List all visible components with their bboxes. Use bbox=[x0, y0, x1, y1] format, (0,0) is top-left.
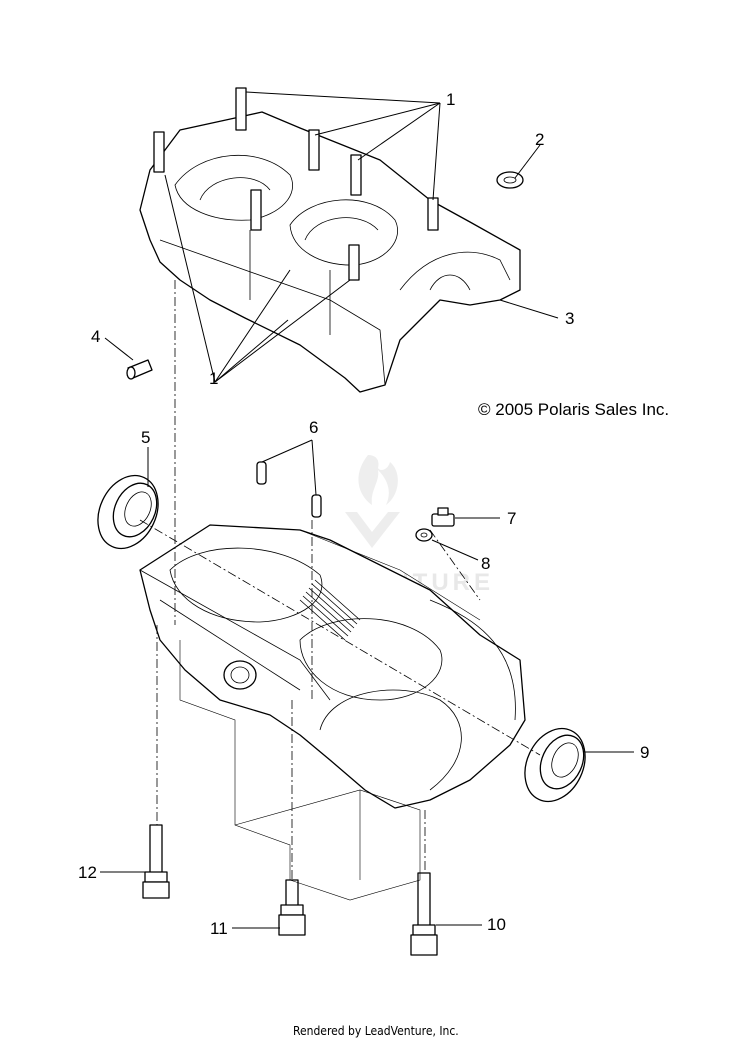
callout-2: 2 bbox=[535, 130, 544, 149]
callout-5: 5 bbox=[141, 428, 150, 447]
part-4-dowel-pin bbox=[126, 359, 153, 380]
callout-3: 3 bbox=[565, 309, 574, 328]
lower-crankcase bbox=[139, 524, 526, 809]
part-7-plug bbox=[431, 507, 455, 527]
phantom-assembly-lines bbox=[139, 280, 541, 901]
callout-10: 10 bbox=[487, 915, 506, 934]
crankcase-gear bbox=[299, 579, 361, 641]
part-11-bolt bbox=[278, 879, 306, 936]
callout-12: 12 bbox=[78, 863, 97, 882]
copyright-text: © 2005 Polaris Sales Inc. bbox=[478, 400, 669, 419]
callout-11: 11 bbox=[210, 919, 228, 938]
callout-1-bottom: 1 bbox=[209, 369, 218, 388]
part-12-bolt bbox=[142, 824, 170, 899]
callouts: 1 2 3 4 1 5 6 7 8 9 10 11 12 bbox=[78, 90, 649, 938]
callout-6: 6 bbox=[309, 418, 318, 437]
callout-8: 8 bbox=[481, 554, 490, 573]
part-2-grommet bbox=[496, 171, 524, 189]
callout-4: 4 bbox=[91, 327, 100, 346]
oil-port bbox=[223, 660, 257, 690]
callout-9: 9 bbox=[640, 743, 649, 762]
part-9-seal bbox=[524, 727, 586, 803]
upper-crankcase bbox=[139, 87, 521, 393]
leader-lines bbox=[100, 91, 634, 929]
part-10-bolt bbox=[410, 872, 438, 956]
callout-7: 7 bbox=[507, 509, 516, 528]
callout-1-top: 1 bbox=[446, 90, 455, 109]
part-5-seal bbox=[97, 474, 159, 550]
part-6-dowels bbox=[256, 461, 322, 518]
part-8-washer bbox=[415, 528, 433, 542]
footer-text: Rendered by LeadVenture, Inc. bbox=[293, 1024, 459, 1038]
